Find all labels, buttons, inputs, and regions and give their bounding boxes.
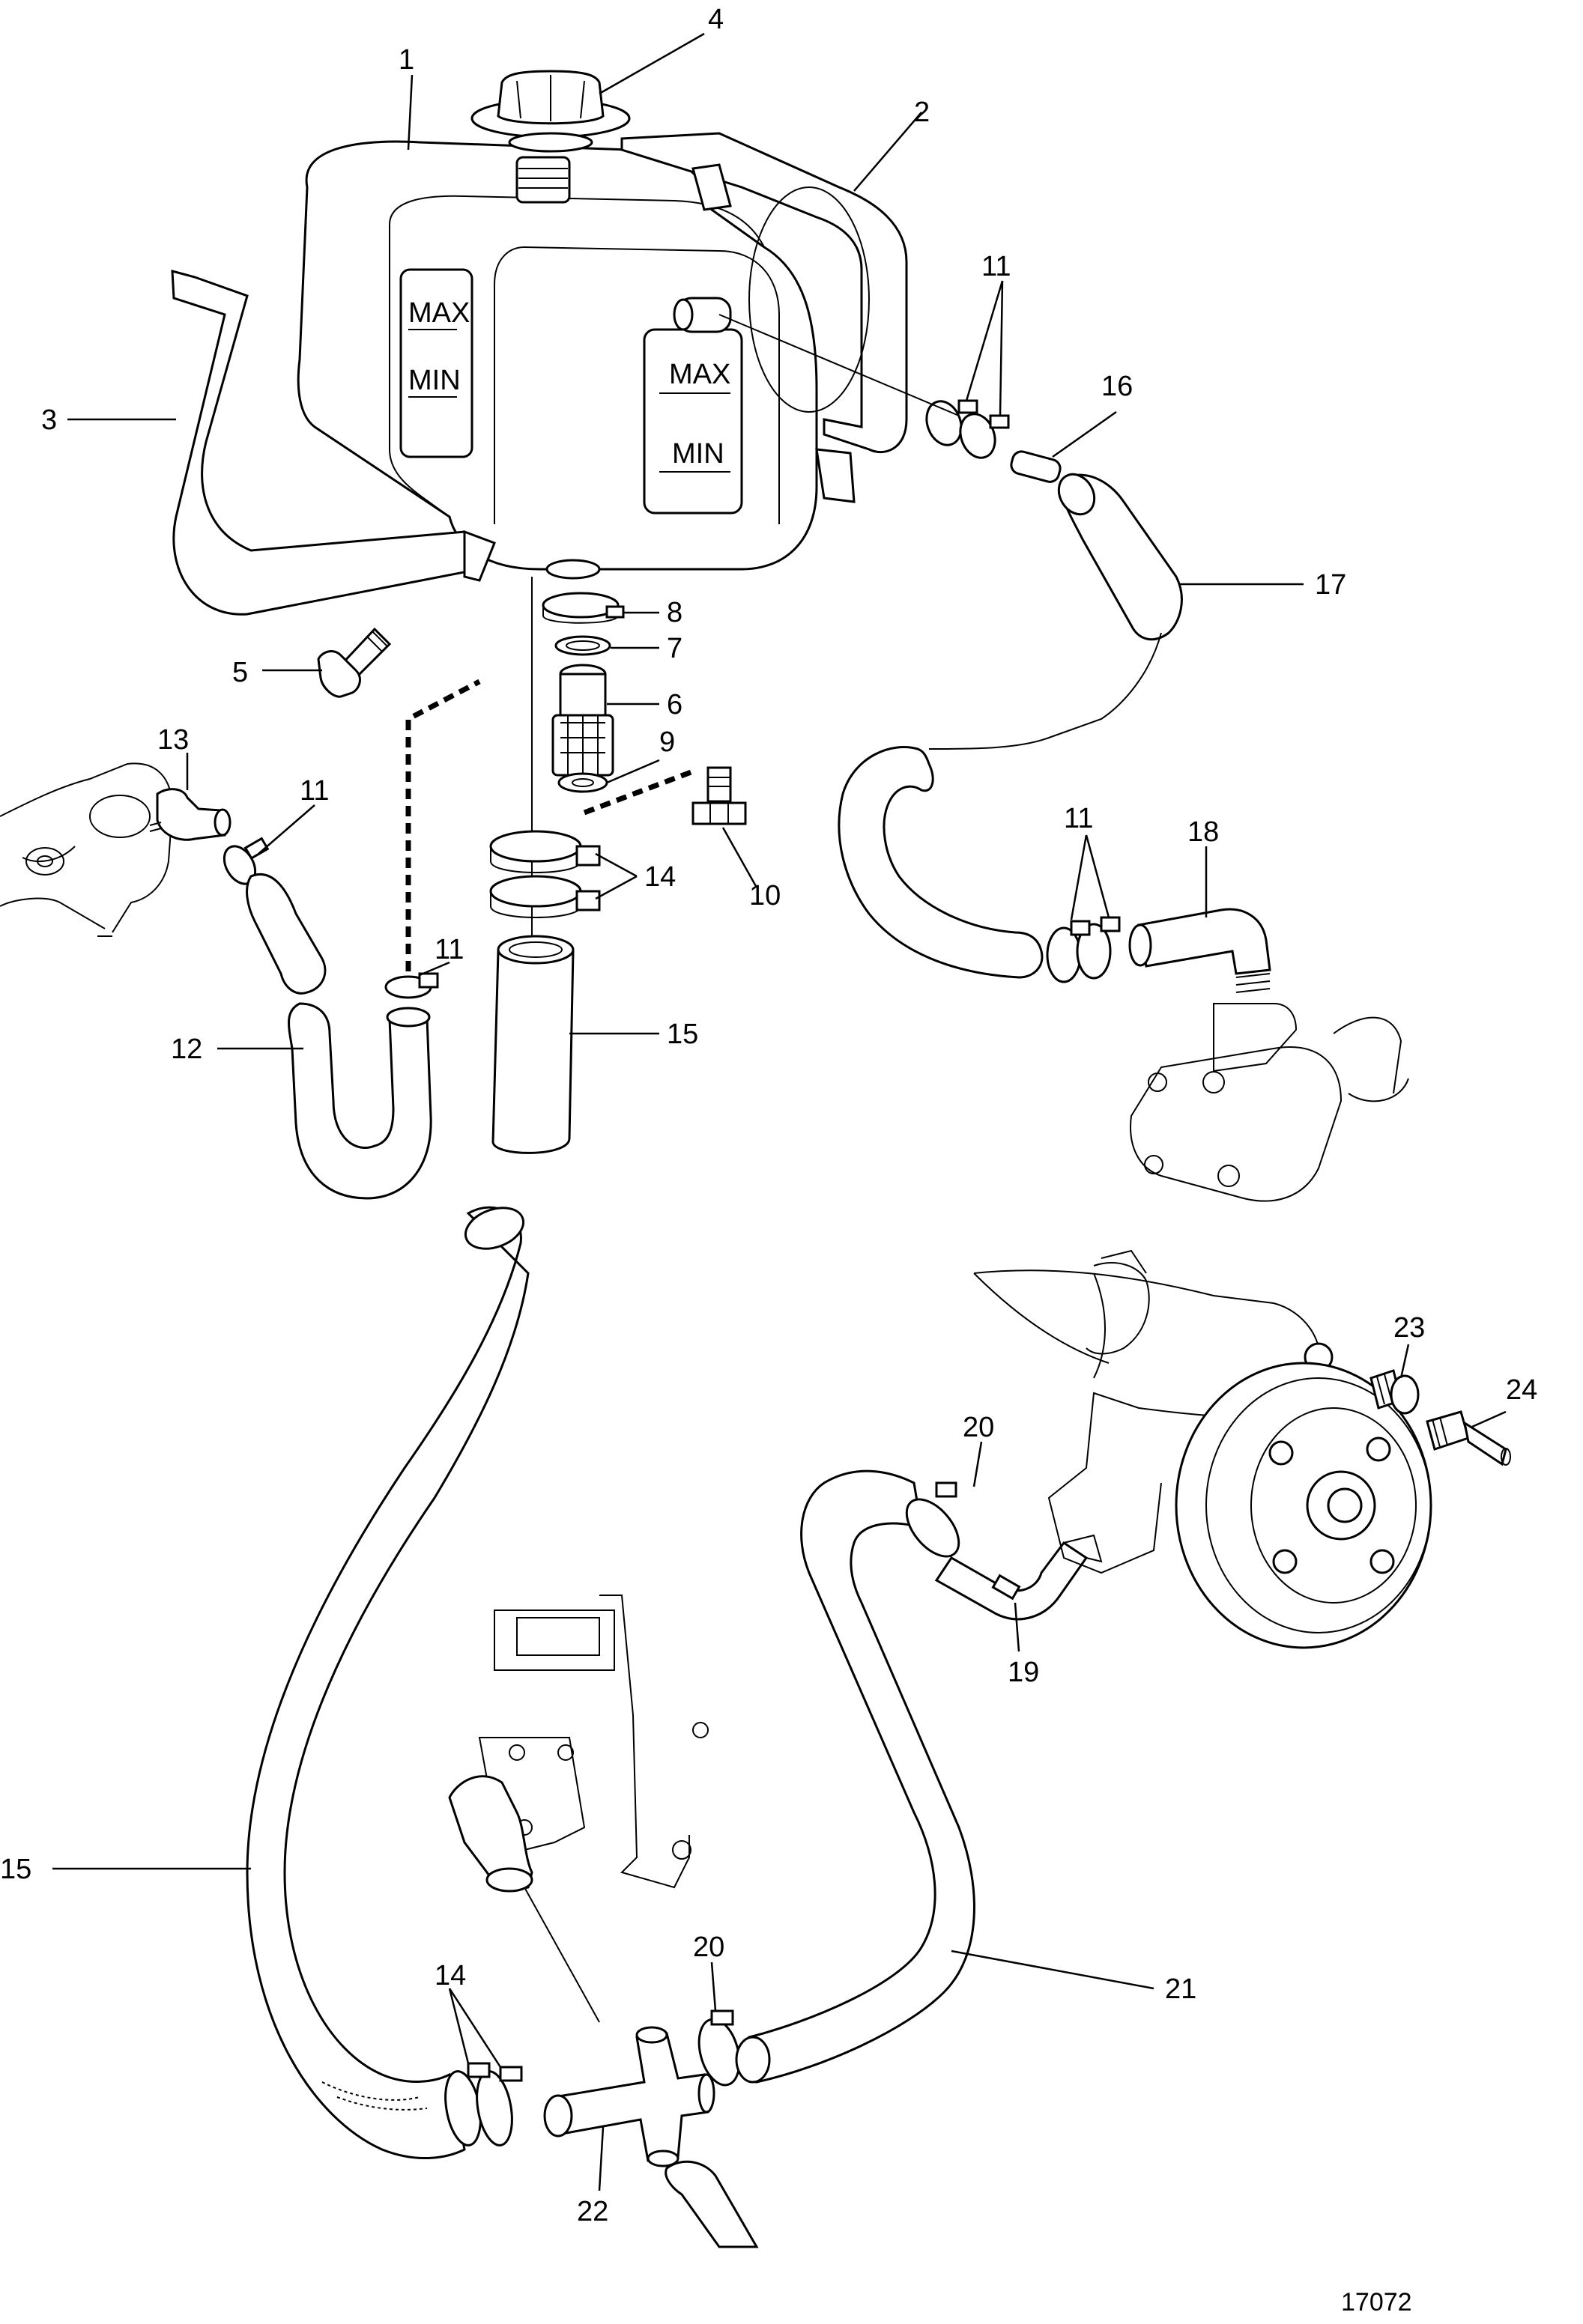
callout-labels: 1 2 3 4 5 6 7 8 9 10 11 11 11 11 12 13 1… — [0, 4, 1537, 2227]
assembly-line-right — [718, 314, 960, 416]
hose-17 — [838, 473, 1183, 979]
filler-cap — [470, 70, 631, 153]
bracket-tab-top — [691, 163, 732, 211]
strap-bolt — [317, 627, 392, 698]
callout-4: 4 — [708, 4, 724, 35]
tank-front-level-window: MAX MIN — [399, 268, 473, 458]
callout-20-lower: 20 — [693, 1932, 724, 1963]
side-min-mark: MIN — [672, 438, 724, 470]
elbow-nipple-13 — [149, 788, 231, 841]
callout-16: 16 — [1101, 371, 1133, 402]
leader-lines — [52, 32, 1507, 2191]
callout-15-upper: 15 — [667, 1019, 698, 1050]
filler-neck — [515, 156, 571, 204]
tank-strap — [171, 270, 496, 616]
hose-clamps-14-upper — [489, 830, 601, 918]
callout-24: 24 — [1506, 1374, 1537, 1406]
washer-9 — [557, 772, 608, 793]
connector-nipple-16 — [1010, 450, 1062, 483]
callout-20-upper: 20 — [963, 1412, 994, 1443]
tank-bracket-rear — [620, 132, 908, 503]
hose-15-lower — [246, 1206, 530, 2159]
figure-number: 17072 — [1341, 2288, 1412, 2317]
adapter-23 — [1369, 1369, 1420, 1415]
hose-stub-lower — [665, 2160, 759, 2248]
engine-housing-right — [1130, 1003, 1409, 1202]
elbow-nipple-19 — [934, 1534, 1103, 1621]
callout-3: 3 — [41, 404, 57, 436]
callout-22: 22 — [577, 2196, 608, 2227]
expansion-tank: MAX MIN MAX MIN — [297, 140, 818, 580]
hose-clamp-20-lower — [697, 2009, 741, 2087]
hose-21 — [735, 1469, 975, 2084]
callout-15-lower: 15 — [0, 1854, 31, 1885]
tank-side-level-window: MAX MIN — [643, 328, 743, 515]
callout-12: 12 — [171, 1034, 202, 1065]
front-min-mark: MIN — [408, 365, 461, 396]
bracket-tab-bottom — [815, 448, 856, 503]
callout-8: 8 — [667, 597, 682, 628]
hose-12 — [246, 873, 432, 1200]
callout-23: 23 — [1393, 1312, 1425, 1344]
callout-21: 21 — [1165, 1973, 1196, 2005]
hose-clamp-11-left-bottom — [384, 972, 439, 999]
drain-nipple-24 — [1426, 1410, 1511, 1466]
callout-1: 1 — [399, 44, 414, 76]
tank-bottom-outlet — [545, 559, 601, 580]
callout-2: 2 — [914, 97, 930, 128]
elbow-nipple-18 — [1128, 908, 1271, 993]
callout-14-lower: 14 — [435, 1960, 466, 1991]
hose-clamp-11-right-top — [925, 399, 1010, 459]
drain-plug-10 — [691, 766, 747, 825]
hose-clamp-11-left-top — [223, 837, 270, 885]
assembly-dash-left — [405, 679, 481, 989]
callout-11-right-bottom: 11 — [1064, 803, 1093, 834]
callout-19: 19 — [1008, 1657, 1039, 1688]
callout-13: 13 — [157, 724, 189, 756]
pulley — [1175, 1362, 1432, 1649]
hose-clamps-11-right-bottom — [1046, 916, 1121, 983]
callout-5: 5 — [232, 657, 248, 688]
assembly-dash-plug — [583, 768, 694, 816]
engine-housing-left — [0, 762, 174, 937]
four-way-connector-22 — [543, 2026, 715, 2167]
hose-clamps-14-lower — [444, 2062, 523, 2146]
callout-18: 18 — [1187, 816, 1219, 848]
callout-11-left-bottom: 11 — [435, 934, 464, 965]
hose-clamp-20-upper — [905, 1481, 960, 1558]
callout-6: 6 — [667, 689, 682, 720]
side-max-mark: MAX — [669, 359, 730, 390]
callout-10: 10 — [749, 880, 781, 911]
strainer-6 — [551, 664, 614, 777]
o-ring-7 — [554, 635, 611, 656]
hose-15-upper — [491, 935, 575, 1154]
callout-17: 17 — [1315, 569, 1346, 601]
engine-block-lower — [448, 1595, 709, 2023]
callout-11-right-top: 11 — [981, 251, 1011, 282]
clamp-8 — [542, 592, 625, 624]
callout-11-left-top: 11 — [300, 775, 329, 807]
callout-9: 9 — [659, 726, 675, 758]
front-max-mark: MAX — [408, 297, 470, 329]
callout-14-upper: 14 — [644, 861, 676, 893]
callout-7: 7 — [667, 633, 682, 664]
